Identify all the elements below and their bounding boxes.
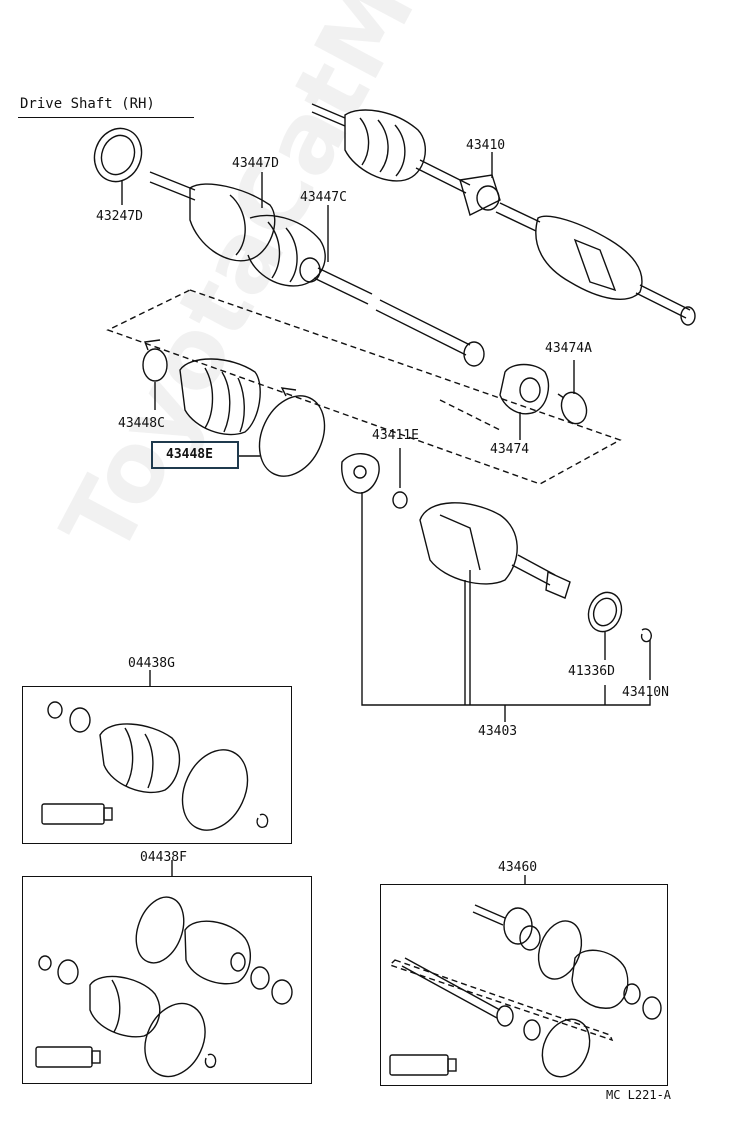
kit-box-43460 [380, 884, 668, 1086]
snap-ring-43411E [392, 491, 408, 509]
part-label-43448E[interactable]: 43448E [166, 447, 213, 462]
part-label-43474A[interactable]: 43474A [545, 341, 592, 356]
kit-dash-inner [439, 399, 501, 431]
part-label-43410N[interactable]: 43410N [622, 685, 669, 700]
boot-43448 [179, 358, 261, 436]
highlight-box-43448E[interactable] [151, 441, 239, 469]
drive-shaft-assembly-43410 [311, 103, 696, 326]
part-label-43411E[interactable]: 43411E [372, 428, 419, 443]
clamp-43448C [142, 339, 168, 382]
part-label-43403[interactable]: 43403 [478, 724, 518, 739]
part-label-43447D[interactable]: 43447D [232, 156, 279, 171]
kit-04438F-parts [35, 896, 293, 1078]
diagram-title: Drive Shaft (RH) [20, 96, 155, 112]
clip-43474A [557, 391, 588, 425]
part-label-43410[interactable]: 43410 [466, 138, 506, 153]
joint-housing-43403 [419, 502, 571, 599]
clip-43410N [640, 628, 652, 643]
kit-box-04438G [22, 686, 292, 844]
kit-outline-dashed [106, 289, 622, 485]
kit-04438G-parts [41, 701, 269, 831]
part-label-43247D[interactable]: 43247D [96, 209, 143, 224]
part-label-04438F[interactable]: 04438F [140, 850, 187, 865]
ring-43247D [93, 127, 143, 183]
kit-43460-parts [388, 904, 662, 1078]
part-label-04438G[interactable]: 04438G [128, 656, 175, 671]
kit-box-04438F [22, 876, 312, 1084]
inner-shaft-boots [149, 171, 485, 367]
bearing-43474 [499, 363, 550, 415]
tripod-spider [341, 453, 380, 494]
part-label-41336D[interactable]: 41336D [568, 664, 615, 679]
leader-43403 [361, 492, 651, 706]
seal-41336D [587, 591, 623, 633]
part-label-43448C[interactable]: 43448C [118, 416, 165, 431]
part-label-43474[interactable]: 43474 [490, 442, 530, 457]
title-underline [18, 117, 194, 118]
band-43448E [258, 387, 326, 477]
part-label-43460[interactable]: 43460 [498, 860, 538, 875]
footer-code: MC L221-A [606, 1088, 672, 1102]
part-label-43447C[interactable]: 43447C [300, 190, 347, 205]
